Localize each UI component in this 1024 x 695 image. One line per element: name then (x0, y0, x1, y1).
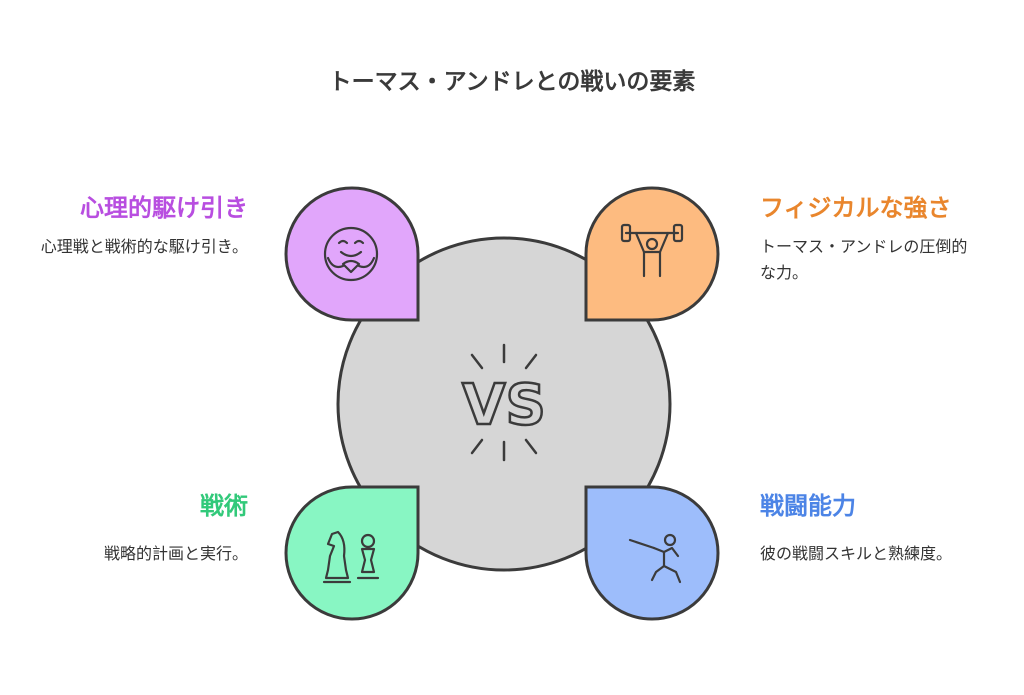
fencer-icon (628, 533, 682, 584)
heading-bottom-right: 戦闘能力 (760, 492, 856, 520)
description-top-left: 心理戦と戦術的な駆け引き。 (40, 237, 248, 256)
diagram-title: トーマス・アンドレとの戦いの要素 (328, 69, 696, 95)
description-top-right: トーマス・アンドレの圧倒的な力。 (760, 237, 968, 282)
quadrant-shape-top-right (584, 186, 720, 322)
description-bottom-right: 彼の戦闘スキルと熟練度。 (760, 544, 953, 563)
vs-label: VS (462, 373, 546, 438)
heading-top-left: 心理的駆け引き (80, 194, 248, 222)
quadrant-shape-top-left (284, 186, 420, 322)
quadrant-shape-bottom-right (584, 485, 720, 621)
happy-hug-icon (323, 226, 379, 282)
heading-top-right: フィジカルな強さ (760, 194, 952, 222)
weightlifter-icon (620, 223, 684, 278)
chess-pieces-icon (322, 530, 380, 584)
quadrant-shape-bottom-left (284, 485, 420, 621)
heading-bottom-left: 戦術 (200, 492, 248, 520)
description-bottom-left: 戦略的計画と実行。 (103, 544, 248, 563)
vs-burst-lines (470, 343, 538, 462)
